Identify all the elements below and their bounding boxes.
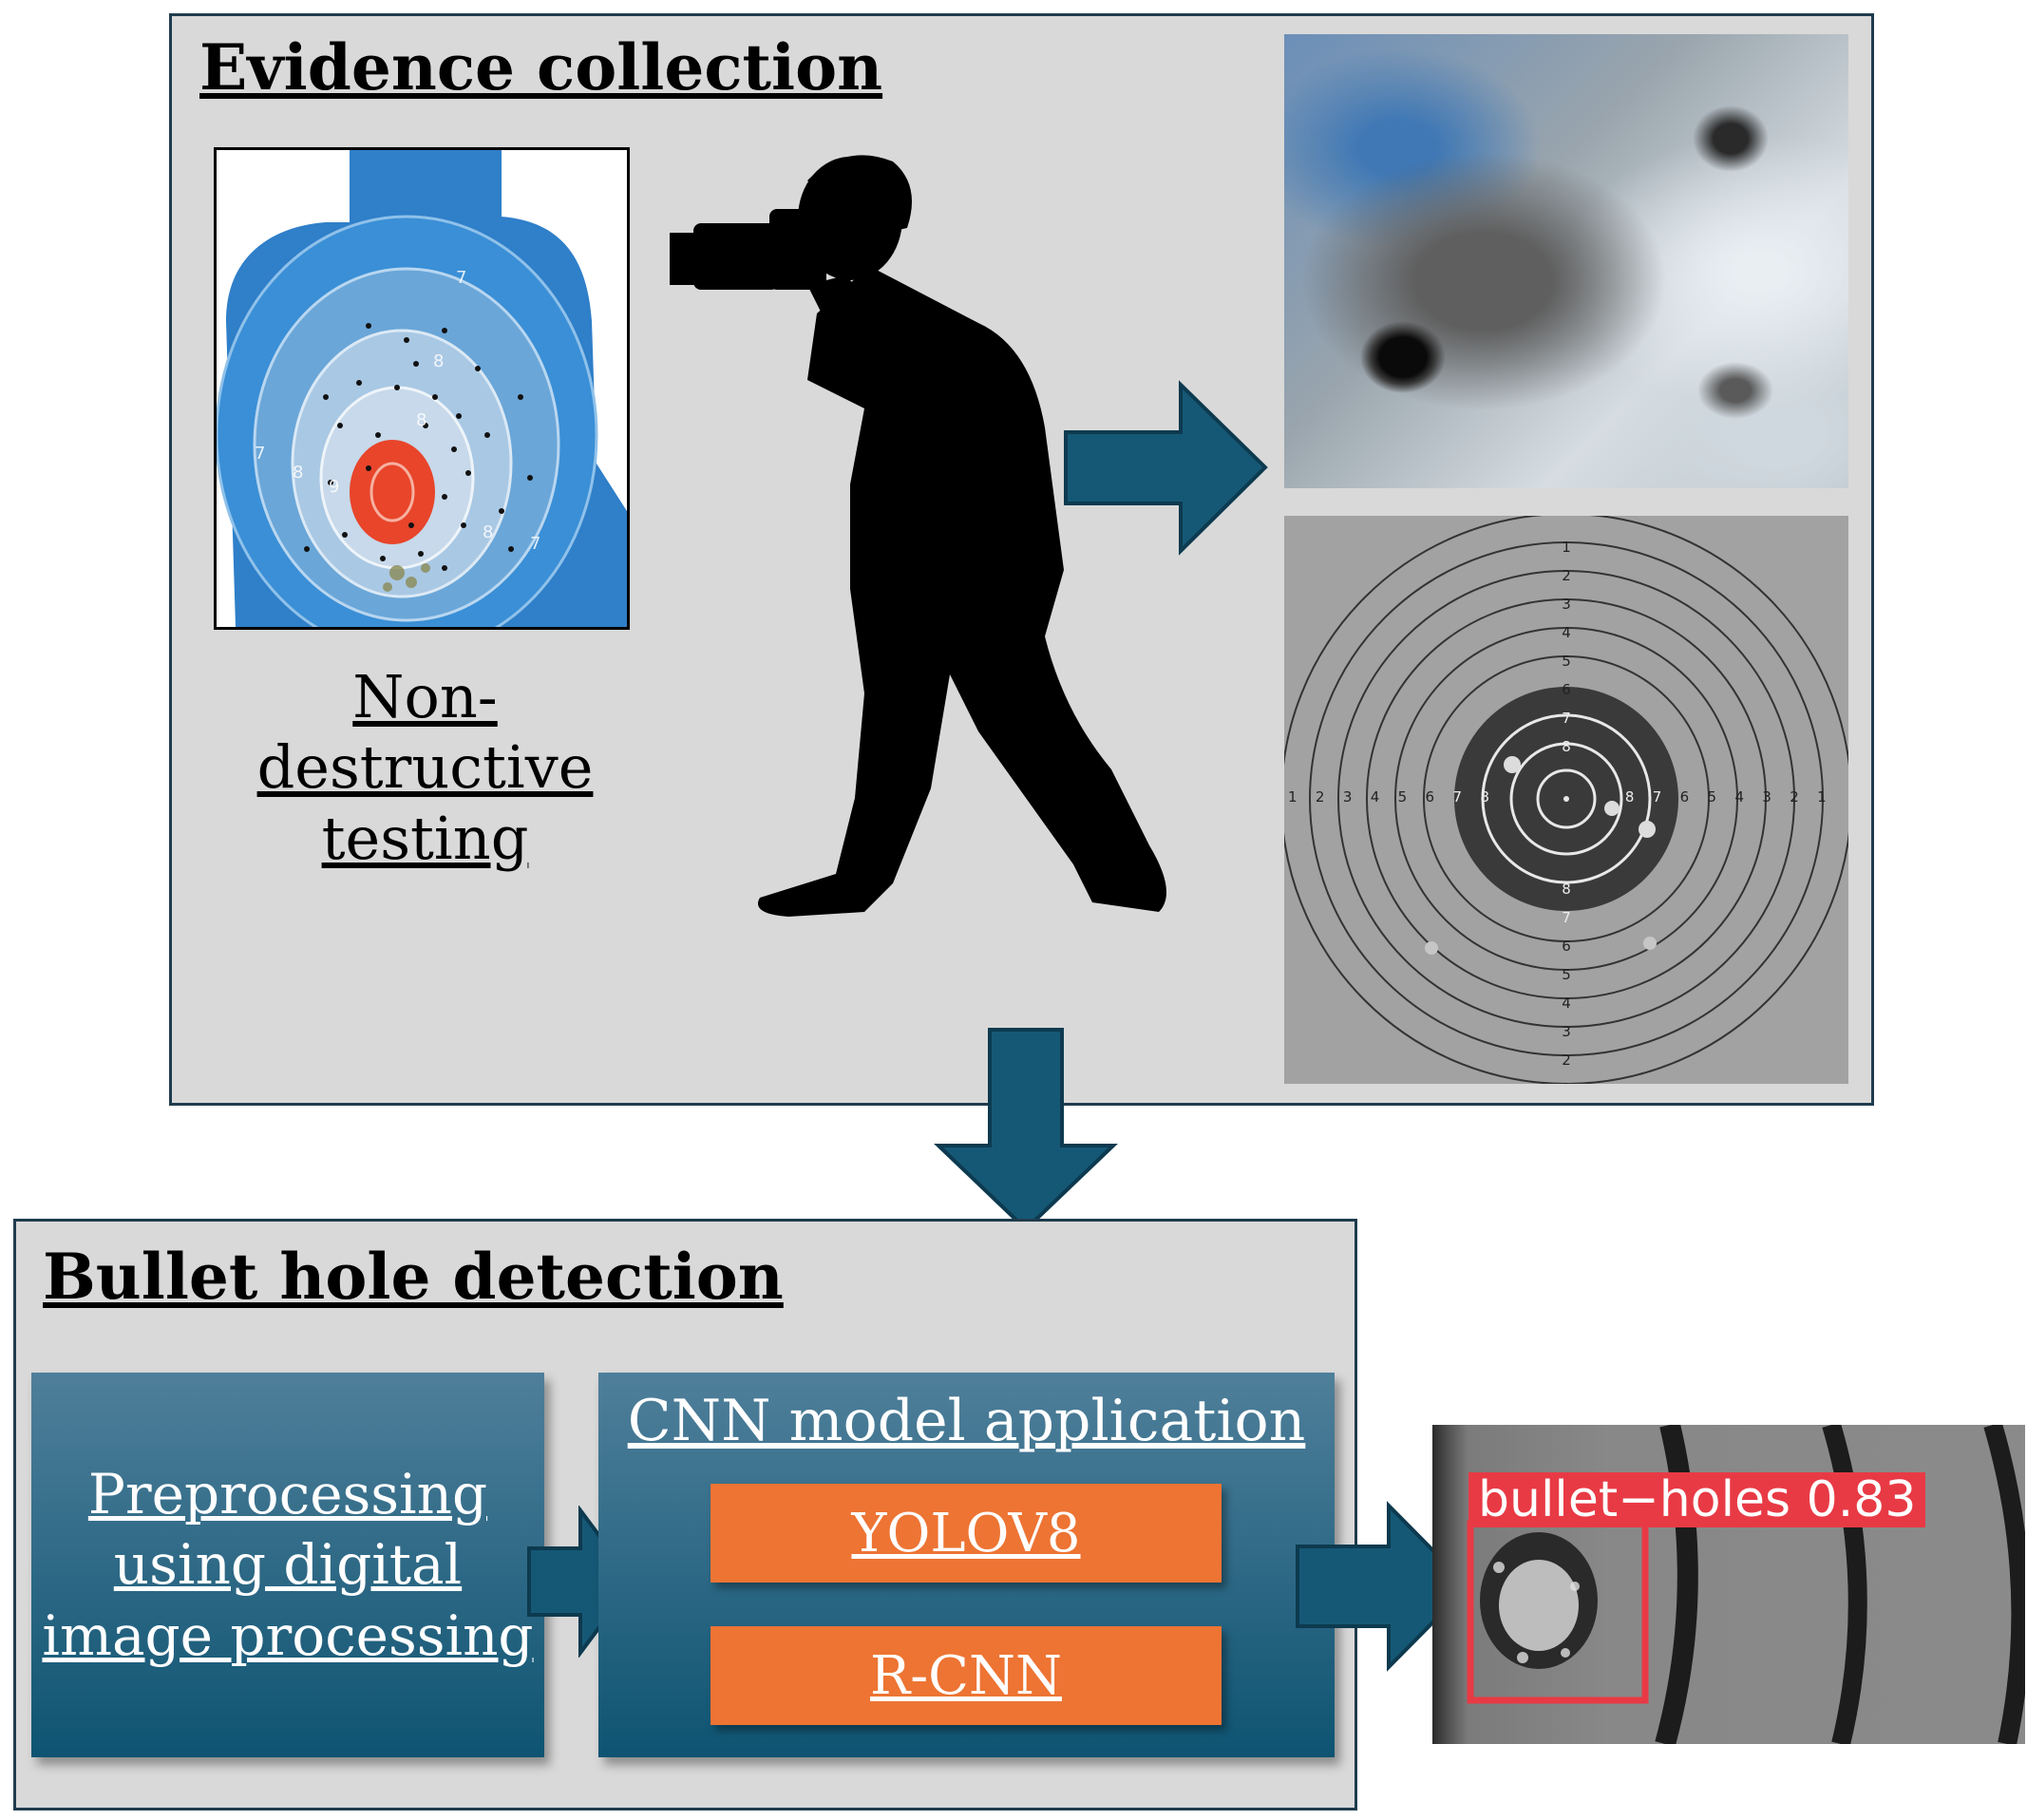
target-photo: 7 8 8 7 8 9 8 7 bbox=[214, 147, 630, 630]
detection-result-image: bullet−holes 0.83 bbox=[1432, 1425, 2025, 1744]
ring-number: 5 bbox=[1707, 788, 1717, 806]
ring-number: 3 bbox=[1342, 788, 1353, 806]
ring-number: 7 bbox=[1452, 788, 1462, 806]
ring-number: 7 bbox=[1652, 788, 1662, 806]
ring-number: 7 bbox=[1562, 909, 1571, 926]
ring-number: 8 bbox=[1562, 881, 1571, 898]
ring-number: 6 bbox=[1425, 788, 1435, 806]
ring-number: 7 bbox=[1562, 710, 1571, 727]
target-ring-number: 9 bbox=[329, 477, 339, 497]
ring-number: 4 bbox=[1734, 788, 1744, 806]
ring-number: 6 bbox=[1562, 681, 1571, 698]
caption-line-2: testing bbox=[321, 803, 529, 873]
ring-number: 3 bbox=[1562, 1023, 1571, 1040]
ring-target-horizontal-numbers: 1 2 3 4 5 6 7 8 8 7 6 5 4 3 2 1 bbox=[1288, 788, 1845, 806]
yolov8-model-box: YOLOV8 bbox=[710, 1484, 1222, 1583]
ring-number: 8 bbox=[1480, 788, 1489, 806]
ring-number: 1 bbox=[1817, 788, 1827, 806]
bullet-hole-closeup-photo bbox=[1284, 34, 1848, 488]
ring-number: 1 bbox=[1557, 1074, 1576, 1084]
ring-number: 4 bbox=[1370, 788, 1380, 806]
ring-number: 1 bbox=[1562, 539, 1571, 556]
r-cnn-model-box: R-CNN bbox=[710, 1626, 1222, 1725]
preprocessing-line-2: using digital bbox=[113, 1532, 463, 1598]
arrow-right-icon bbox=[1064, 380, 1268, 556]
ring-number: 5 bbox=[1562, 966, 1571, 983]
target-ring-number: 7 bbox=[530, 534, 540, 554]
target-ring-number: 7 bbox=[255, 444, 265, 464]
preprocessing-text: Preprocessing using digital image proces… bbox=[42, 1459, 533, 1671]
ring-number: 1 bbox=[1288, 788, 1298, 806]
ring-number: 5 bbox=[1397, 788, 1408, 806]
arrow-down-icon bbox=[934, 1028, 1118, 1232]
cnn-model-application-title: CNN model application bbox=[627, 1388, 1306, 1454]
ring-number: 4 bbox=[1562, 995, 1571, 1012]
ring-number: 3 bbox=[1562, 596, 1571, 613]
ring-target-vertical-numbers: 1 2 3 4 5 6 7 8 8 7 6 5 4 3 2 1 bbox=[1557, 533, 1576, 1084]
ring-target-photo: 1 2 3 4 5 6 7 8 8 7 6 5 4 3 2 1 1 2 3 4 … bbox=[1284, 516, 1848, 1084]
target-ring-number: 8 bbox=[416, 410, 426, 430]
ring-number: 8 bbox=[1562, 738, 1571, 755]
ring-number: 6 bbox=[1562, 938, 1571, 955]
ring-number: 8 bbox=[1624, 788, 1635, 806]
ring-number: 5 bbox=[1562, 653, 1571, 670]
target-ring-number: 8 bbox=[483, 522, 493, 542]
ring-number: 2 bbox=[1315, 788, 1325, 806]
caption-line-1: Non-destructive bbox=[256, 662, 594, 803]
ring-number: 4 bbox=[1562, 624, 1571, 641]
preprocessing-line-1: Preprocessing bbox=[87, 1462, 488, 1527]
ring-number: 6 bbox=[1679, 788, 1690, 806]
target-ring-number: 8 bbox=[433, 351, 444, 371]
target-ring-number: 7 bbox=[456, 268, 466, 288]
evidence-collection-title: Evidence collection bbox=[199, 30, 883, 104]
ring-number: 2 bbox=[1790, 788, 1799, 806]
bullet-hole-detection-title: Bullet hole detection bbox=[43, 1240, 784, 1314]
preprocessing-line-3: image processing bbox=[42, 1602, 534, 1668]
photographer-silhouette-icon bbox=[670, 155, 1166, 917]
detection-label: bullet−holes 0.83 bbox=[1468, 1472, 1926, 1527]
ring-number: 2 bbox=[1562, 1052, 1571, 1069]
target-ring-number: 8 bbox=[293, 463, 303, 483]
non-destructive-testing-caption: Non-destructive testing bbox=[204, 662, 646, 874]
arrow-right-icon bbox=[1296, 1501, 1471, 1672]
ring-number: 2 bbox=[1562, 567, 1571, 584]
preprocessing-box: Preprocessing using digital image proces… bbox=[31, 1373, 544, 1757]
ring-number: 3 bbox=[1762, 788, 1771, 806]
